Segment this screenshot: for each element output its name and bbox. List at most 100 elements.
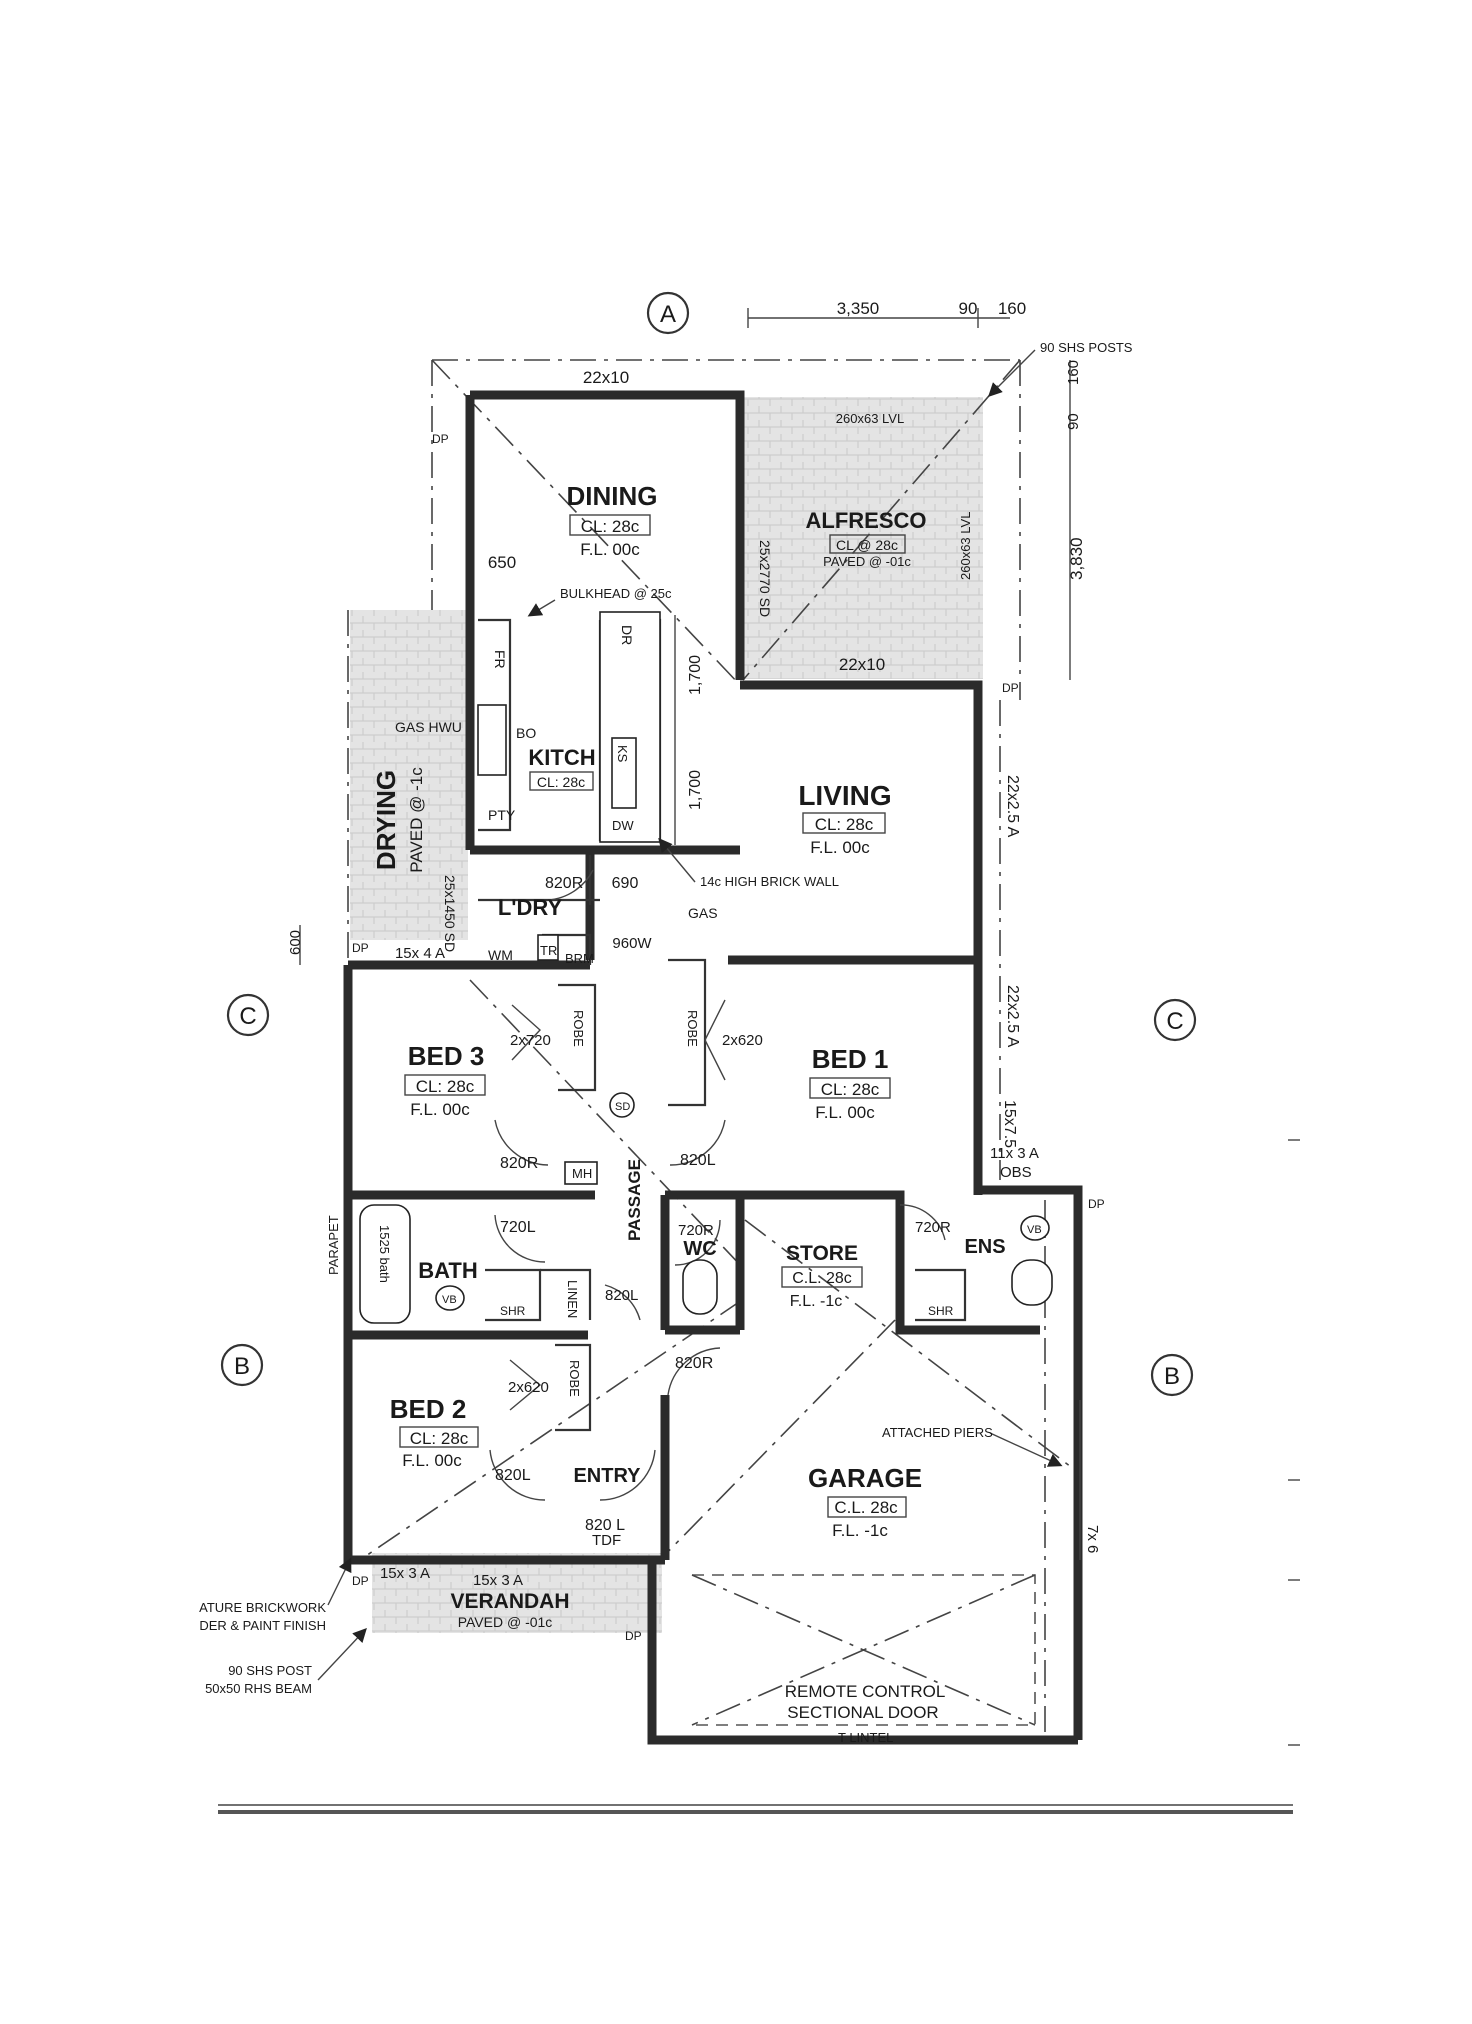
room-garage-name: GARAGE <box>808 1463 922 1493</box>
laundry-trough <box>537 934 559 961</box>
grid-marker-b-right: B <box>1164 1363 1180 1390</box>
fixture-dp-5: DP <box>625 1629 642 1643</box>
door-820l-bed2: 820L <box>495 1467 531 1484</box>
fixture-dp-3: DP <box>352 941 369 955</box>
door-720l-bath: 720L <box>500 1219 536 1236</box>
dim-3830: 3,830 <box>1067 537 1086 580</box>
fixture-gas-hwu: GAS HWU <box>395 719 462 735</box>
dim-960w: 960W <box>612 935 652 952</box>
diagonal-lines <box>359 359 1076 1726</box>
callout-garage-door-1: REMOTE CONTROL <box>785 1682 946 1701</box>
room-verandah-fl: PAVED @ -01c <box>458 1614 553 1630</box>
fixture-vb-ens: VB <box>1027 1224 1042 1236</box>
lintel-22x10-alfresco: 22x10 <box>839 655 885 674</box>
door-robe-bed2: 2x620 <box>508 1379 549 1396</box>
room-wc-name: WC <box>683 1238 716 1260</box>
callout-piers: ATTACHED PIERS <box>882 1425 993 1440</box>
edge-ticks <box>1288 1139 1300 1746</box>
fixture-robe-bed1: ROBE <box>685 1010 700 1047</box>
lintel-15x3-b: 15x 3 A <box>473 1572 523 1589</box>
sd-2770: 25x2770 SD <box>757 540 773 617</box>
paved-areas <box>350 397 983 1633</box>
callout-post-1: 90 SHS POST <box>228 1663 312 1678</box>
room-living-cl: CL: 28c <box>815 815 874 834</box>
fixture-dp-1: DP <box>432 432 449 446</box>
room-kitchen-name: KITCH <box>528 745 595 770</box>
fixture-robe-bed2: ROBE <box>567 1360 582 1397</box>
dim-3350: 3,350 <box>837 299 880 318</box>
room-bed3-fl: F.L. 00c <box>410 1100 470 1119</box>
room-laundry-name: L'DRY <box>498 895 563 920</box>
lintel-11x3: 11x 3 A <box>990 1145 1039 1162</box>
walls <box>343 390 1083 1745</box>
door-swings <box>489 869 946 1501</box>
room-kitchen-cl: CL: 28c <box>537 774 585 790</box>
room-drying-fl: PAVED @ -1c <box>407 767 426 873</box>
lintel-15x4: 15x 4 A <box>395 945 445 962</box>
lintel-22x10-top: 22x10 <box>583 368 629 387</box>
dimension-text: 3,350 90 160 160 90 3,830 22x10 22x10 65… <box>287 299 1101 1589</box>
room-bed1-fl: F.L. 00c <box>815 1103 875 1122</box>
manhole <box>564 1161 598 1185</box>
room-bed1-name: BED 1 <box>812 1044 889 1074</box>
internal-walls <box>478 618 967 1432</box>
fixture-dp-6: DP <box>352 1574 369 1588</box>
bath-fixtures <box>359 934 1053 1324</box>
setout-lines <box>347 359 1046 1740</box>
bathtub <box>359 1204 411 1324</box>
fixture-vb-bath: VB <box>442 1294 457 1306</box>
lintel-22x25-b: 22x2.5 A <box>1004 985 1021 1048</box>
lvl-side: 260x63 LVL <box>958 512 973 580</box>
fixture-wm: WM <box>488 947 513 963</box>
dim-160-top: 160 <box>998 299 1026 318</box>
fixture-lintel: T LINTEL <box>838 1730 893 1745</box>
dim-1700-b: 1,700 <box>687 770 704 810</box>
dim-90-right: 90 <box>1065 413 1082 430</box>
callouts: BULKHEAD @ 25c 14c HIGH BRICK WALL 90 SH… <box>199 340 1133 1722</box>
room-passage-name: PASSAGE <box>625 1159 644 1241</box>
dimension-lines <box>299 308 1081 1560</box>
room-bath-name: BATH <box>418 1258 477 1283</box>
verandah-paving <box>372 1553 662 1633</box>
kitchen-island <box>477 611 661 843</box>
door-820l-linen: 820L <box>605 1287 638 1304</box>
alfresco-paving <box>743 397 983 679</box>
dim-7x6: 7x 6 <box>1084 1525 1101 1553</box>
room-bed2-cl: CL: 28c <box>410 1429 469 1448</box>
room-living-name: LIVING <box>798 780 891 811</box>
door-robe-bed3: 2x720 <box>510 1032 551 1049</box>
room-alfresco-fl: PAVED @ -01c <box>823 554 911 569</box>
lintel-15x75: 15x7.5 <box>1001 1100 1018 1148</box>
room-ens-name: ENS <box>964 1236 1005 1258</box>
fixture-shr-bath: SHR <box>500 1304 526 1318</box>
ens-basin <box>1020 1215 1050 1241</box>
lintel-22x25-a: 22x2.5 A <box>1004 775 1021 838</box>
door-820r-garage: 820R <box>675 1355 713 1372</box>
callout-brickwork-1: ATURE BRICKWORK <box>199 1600 326 1615</box>
room-bed1-cl: CL: 28c <box>821 1080 880 1099</box>
door-labels: 820R 820R 820L 720L 720R 720R 820L 820R … <box>495 875 951 1534</box>
callout-posts: 90 SHS POSTS <box>1040 340 1133 355</box>
fixture-bo: BO <box>516 725 536 741</box>
callout-bulkhead: BULKHEAD @ 25c <box>560 586 672 601</box>
fixture-dr: DR <box>619 625 635 645</box>
obs-label: OBS <box>1000 1164 1032 1181</box>
room-store-fl: F.L. -1c <box>790 1293 842 1310</box>
dim-1700-a: 1,700 <box>687 655 704 695</box>
fixture-dp-4: DP <box>1088 1197 1105 1211</box>
grid-marker-b-left: B <box>234 1353 250 1380</box>
callout-brick-wall: 14c HIGH BRICK WALL <box>700 874 839 889</box>
fixture-tdf: TDF <box>592 1532 621 1549</box>
lintel-15x3-a: 15x 3 A <box>380 1565 430 1582</box>
room-alfresco-cl: CL @ 28c <box>836 537 898 553</box>
page-edge <box>218 1810 1293 1814</box>
fixture-linen: LINEN <box>565 1280 580 1318</box>
fixture-pty: PTY <box>488 807 516 823</box>
ens-wc <box>1011 1259 1053 1306</box>
door-720r-ens: 720R <box>915 1219 951 1236</box>
wc-pan <box>682 1259 718 1315</box>
room-bed2-fl: F.L. 00c <box>402 1451 462 1470</box>
fixture-labels: FR DR KS DW PTY BO GAS HWU GAS WM TR BRM… <box>326 432 1105 1745</box>
room-garage-cl: C.L. 28c <box>834 1498 898 1517</box>
fixture-robe-bed3: ROBE <box>571 1010 586 1047</box>
